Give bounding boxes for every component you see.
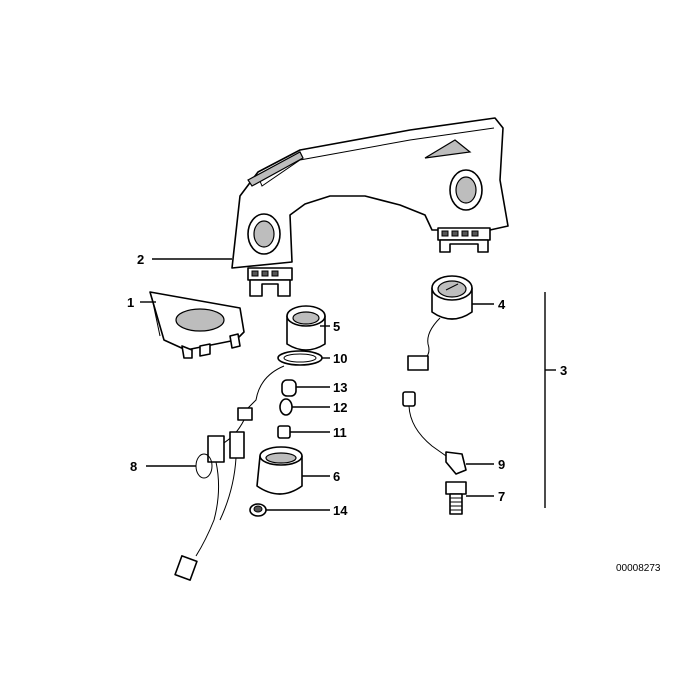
bezel-plate[interactable]	[149, 291, 245, 359]
callout-12: 12	[333, 400, 347, 415]
document-number: 00008273	[616, 563, 661, 574]
seal-ring[interactable]	[277, 350, 323, 366]
callout-14: 14	[333, 503, 348, 518]
bulb-holder[interactable]	[277, 425, 291, 439]
gauge-unit[interactable]	[407, 275, 473, 371]
callout-6: 6	[333, 469, 340, 484]
bulb[interactable]	[279, 398, 293, 416]
instrument-panel-cover[interactable]	[231, 117, 509, 297]
callout-4: 4	[498, 297, 506, 312]
gauge-cup[interactable]	[256, 446, 303, 495]
callout-13: 13	[333, 380, 347, 395]
callout-10: 10	[333, 351, 347, 366]
grommet[interactable]	[249, 503, 267, 517]
callout-11: 11	[333, 425, 347, 440]
callout-7: 7	[498, 489, 505, 504]
sender-unit[interactable]	[445, 481, 467, 515]
wiring-harness[interactable]	[174, 365, 285, 581]
bulb-socket[interactable]	[281, 379, 297, 397]
callout-labels: 2 1 5 10 13 12 11 6 14 8 4 3 9 7	[127, 252, 567, 518]
callout-9: 9	[498, 457, 505, 472]
callout-3: 3	[560, 363, 567, 378]
callout-2: 2	[137, 252, 144, 267]
callout-5: 5	[333, 319, 340, 334]
callout-1: 1	[127, 295, 134, 310]
callout-8: 8	[130, 459, 137, 474]
leader-lines	[140, 258, 556, 511]
gauge-housing[interactable]	[286, 305, 326, 351]
sensor-lead[interactable]	[402, 391, 467, 475]
